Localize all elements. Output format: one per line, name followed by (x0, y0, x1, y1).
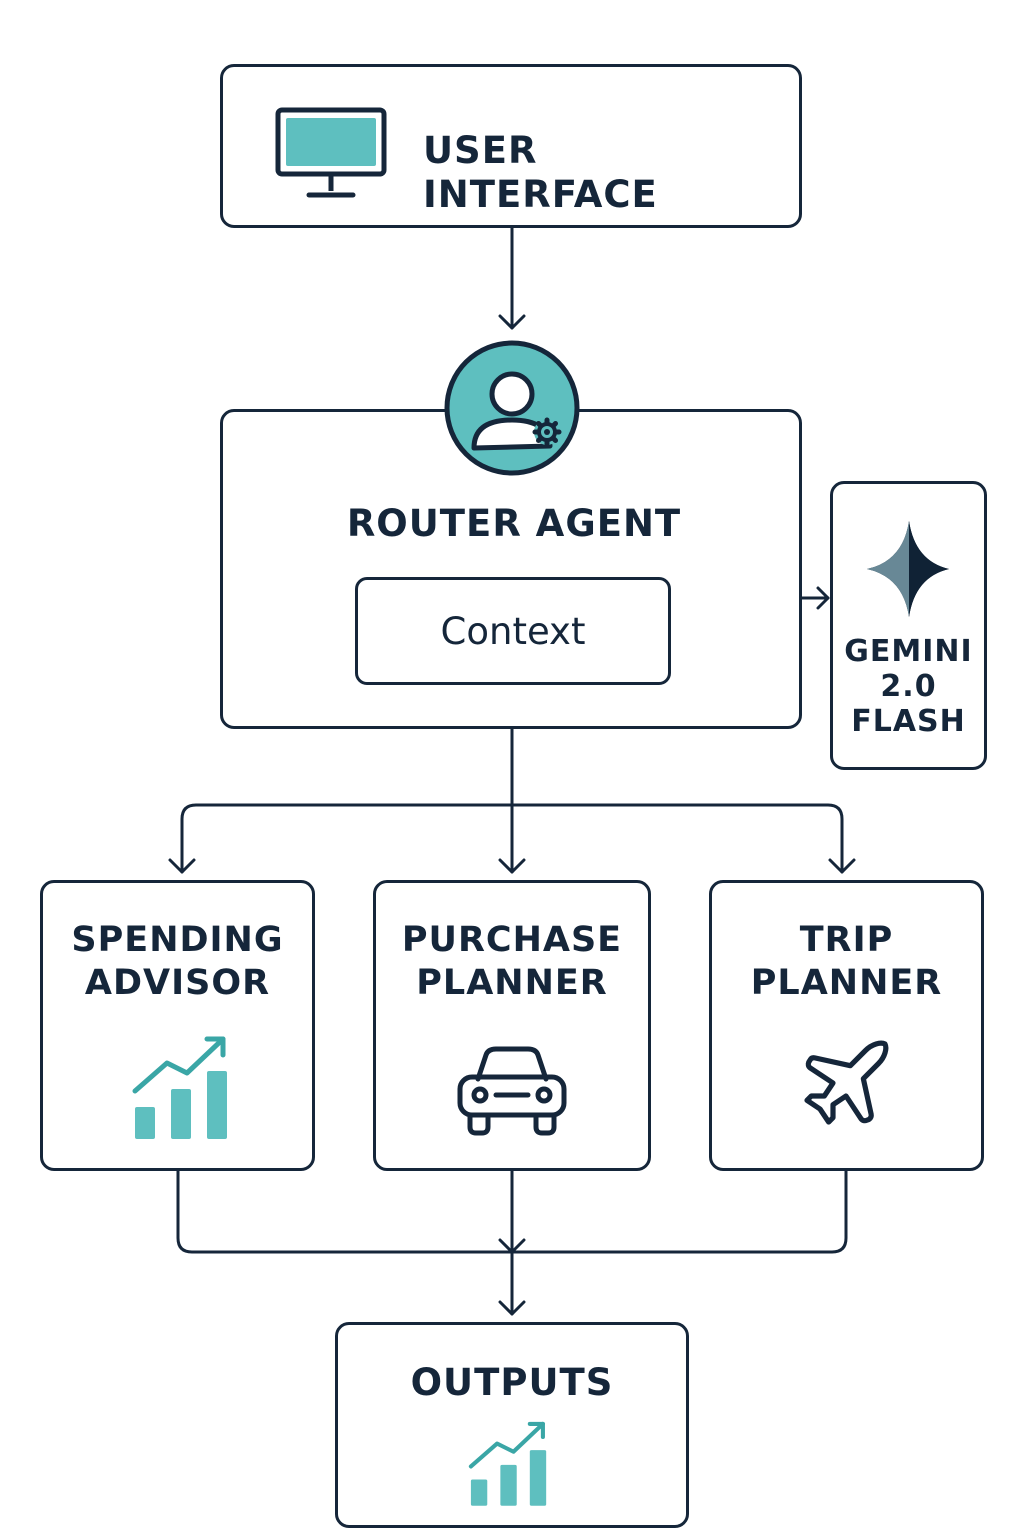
gemini-node: GEMINI 2.0 FLASH (830, 481, 987, 770)
spending-advisor-label-line1: SPENDING (71, 920, 284, 960)
user-interface-label: USER INTERFACE (423, 129, 658, 217)
growth-chart-icon (132, 1036, 227, 1139)
purchase-planner-label-line2: PLANNER (416, 963, 608, 1003)
spending-advisor-label-line2: ADVISOR (84, 963, 271, 1003)
trip-planner-node: TRIP PLANNER (709, 880, 984, 1171)
trip-planner-label-line2: PLANNER (750, 963, 943, 1003)
router-agent-label: ROUTER AGENT (346, 502, 682, 545)
context-node: Context (355, 577, 671, 685)
outputs-label: OUTPUTS (410, 1361, 614, 1404)
car-icon (457, 1046, 567, 1136)
outputs-node: OUTPUTS (335, 1322, 689, 1528)
trip-planner-label-line1: TRIP (799, 920, 894, 960)
gemini-label-line3: FLASH (851, 704, 966, 739)
arrowhead-spending (168, 858, 196, 874)
gemini-label-line1: GEMINI (844, 634, 973, 669)
user-interface-node: USER INTERFACE (220, 64, 802, 228)
arrowhead-merge (498, 1238, 526, 1254)
purchase-planner-label-line1: PURCHASE (401, 920, 623, 960)
context-label: Context (440, 610, 586, 653)
purchase-planner-node: PURCHASE PLANNER (373, 880, 651, 1171)
edge-split-left (180, 803, 514, 874)
growth-chart-icon (468, 1421, 547, 1506)
arrowhead-gemini (816, 586, 830, 610)
gemini-label-line2: 2.0 (880, 669, 937, 704)
user-gear-icon (444, 340, 580, 476)
airplane-icon (804, 1040, 889, 1125)
arrowhead-router (498, 314, 526, 330)
arrowhead-purchase (498, 858, 526, 874)
monitor-icon (275, 107, 387, 198)
edge-split-right (510, 803, 844, 874)
arrowhead-trip (828, 858, 856, 874)
gemini-star-icon (867, 521, 949, 617)
spending-advisor-node: SPENDING ADVISOR (40, 880, 315, 1171)
arrowhead-outputs (498, 1300, 526, 1316)
